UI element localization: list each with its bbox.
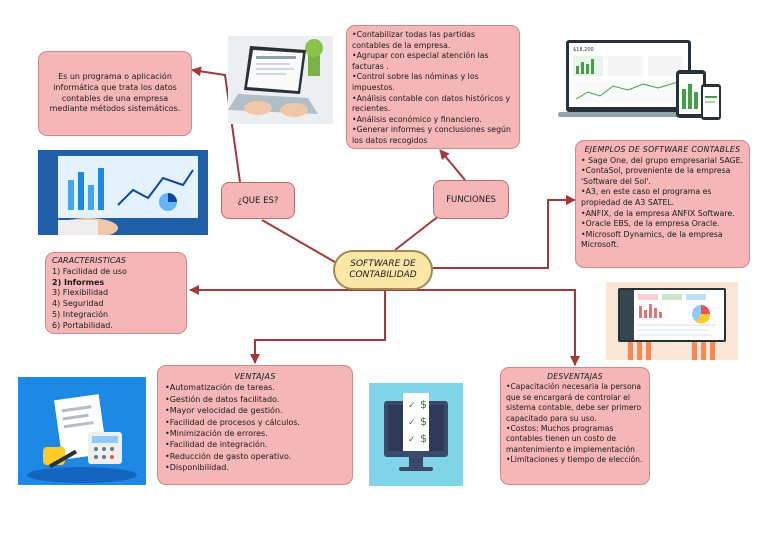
funcion-item: •Análisis económico y financiero. bbox=[352, 114, 482, 124]
ventaja-item: •Mayor velocidad de gestión. bbox=[165, 406, 283, 416]
desventajas-box: DESVENTAJAS •Capacitación necesaria la p… bbox=[500, 367, 650, 485]
line-center-ejemplos bbox=[432, 195, 576, 269]
definition-box: Es un programa o aplicación informática … bbox=[38, 51, 192, 136]
central-line-1: SOFTWARE DE bbox=[350, 259, 416, 269]
ventajas-box: VENTAJAS •Automatización de tareas. •Ges… bbox=[157, 365, 353, 485]
svg-text:✓: ✓ bbox=[408, 435, 416, 445]
ejemplo-item: •ANFIX, de la empresa ANFIX Software. bbox=[581, 208, 735, 218]
ejemplo-item: •ContaSol, proveniente de la empresa 'So… bbox=[581, 166, 731, 186]
desventaja-item: •Capacitación necesaria la persona que s… bbox=[506, 382, 642, 423]
ventajas-title: VENTAJAS bbox=[234, 372, 276, 381]
funcion-item: •Generar informes y conclusiones según l… bbox=[352, 125, 511, 145]
svg-text:✓: ✓ bbox=[408, 418, 416, 428]
caracteristica-item: 4) Seguridad bbox=[52, 299, 104, 309]
caracteristica-item: 1) Facilidad de uso bbox=[52, 266, 127, 276]
dashboard-devices-image: $18,200 bbox=[558, 34, 723, 126]
ejemplo-item: •A3, en este caso el programa es propied… bbox=[581, 187, 712, 207]
line-queEs-definition bbox=[191, 66, 241, 183]
desventajas-title: DESVENTAJAS bbox=[547, 372, 603, 381]
funciones-node: FUNCIONES bbox=[433, 180, 509, 219]
desventaja-item: •Limitaciones y tiempo de elección. bbox=[506, 455, 643, 465]
svg-text:✓: ✓ bbox=[408, 401, 416, 411]
caracteristicas-box: CARACTERISTICAS 1) Facilidad de uso 2) I… bbox=[45, 252, 187, 334]
ventaja-item: •Reducción de gasto operativo. bbox=[165, 451, 292, 461]
caracteristica-item: 5) Integración bbox=[52, 309, 109, 319]
svg-text:$: $ bbox=[420, 398, 427, 411]
web-dashboard-image bbox=[606, 282, 738, 360]
ejemplo-item: •Microsoft Dynamics, de la empresa Micro… bbox=[581, 229, 723, 250]
line-center-queEs bbox=[261, 219, 341, 266]
ventaja-item: •Gestión de datos facilitado. bbox=[165, 394, 280, 404]
ventaja-item: •Facilidad de procesos y cálculos. bbox=[165, 417, 300, 427]
laptop-hands-image bbox=[228, 36, 333, 124]
svg-text:$: $ bbox=[420, 415, 427, 428]
ejemplos-box: EJEMPLOS DE SOFTWARE CONTABLES • Sage On… bbox=[575, 140, 750, 268]
que-es-label: ¿QUE ES? bbox=[237, 195, 279, 206]
funcion-item: •Contabilizar todas las partidas contabl… bbox=[352, 30, 476, 50]
ventaja-item: •Automatización de tareas. bbox=[165, 383, 275, 393]
caracteristica-item: 6) Portabilidad. bbox=[52, 320, 113, 330]
central-topic: SOFTWARE DE CONTABILIDAD bbox=[333, 250, 433, 290]
funciones-label: FUNCIONES bbox=[446, 194, 496, 205]
ejemplo-item: • Sage One, del grupo empresarial SAGE. bbox=[581, 155, 744, 165]
ventaja-item: •Minimización de errores. bbox=[165, 429, 268, 439]
chart-screen-image bbox=[38, 150, 208, 235]
line-center-desventajas bbox=[385, 289, 580, 366]
ejemplo-item: •Oracle EBS, de la empresa Oracle. bbox=[581, 219, 720, 229]
caracteristicas-title: CARACTERISTICAS bbox=[52, 256, 126, 265]
desventaja-item: •Costos: Muchos programas contables tien… bbox=[506, 424, 635, 454]
line-center-ventajas bbox=[250, 290, 386, 364]
line-center-funciones bbox=[394, 214, 441, 251]
calculator-papers-image bbox=[18, 377, 146, 485]
ejemplos-title: EJEMPLOS DE SOFTWARE CONTABLES bbox=[584, 145, 741, 154]
svg-text:$: $ bbox=[420, 432, 427, 445]
dashboard-amount: $18,200 bbox=[573, 47, 594, 53]
caracteristica-item: 3) Flexibilidad bbox=[52, 288, 109, 298]
checklist-monitor-image: ✓ $ ✓ $ ✓ $ bbox=[369, 383, 463, 486]
funcion-item: •Agrupar con especial atención las factu… bbox=[352, 51, 489, 71]
que-es-node: ¿QUE ES? bbox=[221, 182, 295, 219]
funcion-item: •Análisis contable con datos históricos … bbox=[352, 93, 511, 114]
line-funciones-box bbox=[439, 149, 466, 181]
ventaja-item: •Disponibilidad. bbox=[165, 463, 229, 473]
funciones-box: •Contabilizar todas las partidas contabl… bbox=[346, 25, 520, 149]
funcion-item: •Control sobre las nóminas y los impuest… bbox=[352, 72, 479, 92]
ventaja-item: •Facilidad de integración. bbox=[165, 440, 268, 450]
caracteristica-item: 2) Informes bbox=[52, 277, 105, 287]
central-line-2: CONTABILIDAD bbox=[349, 270, 417, 280]
definition-text: Es un programa o aplicación informática … bbox=[49, 71, 181, 114]
